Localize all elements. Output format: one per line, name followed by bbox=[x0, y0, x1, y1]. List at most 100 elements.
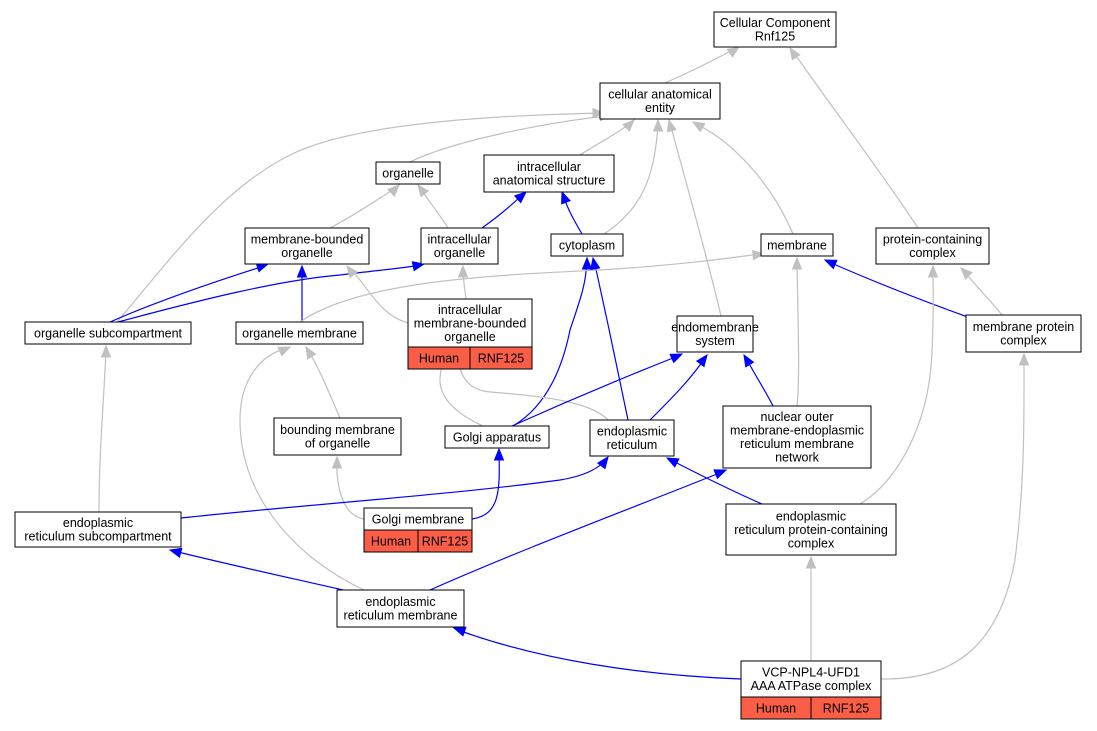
node-label-line: network bbox=[775, 451, 820, 465]
node-label-line: cellular anatomical bbox=[608, 88, 712, 102]
node-organelle-membrane[interactable]: organelle membrane bbox=[235, 321, 364, 345]
edge-er-to-cytoplasm bbox=[590, 256, 629, 421]
edge-mpc-to-ppc bbox=[960, 267, 1003, 316]
node-label-line: Golgi membrane bbox=[372, 512, 464, 526]
arrowhead bbox=[726, 46, 741, 58]
node-box bbox=[760, 233, 834, 257]
arrowhead bbox=[592, 107, 606, 119]
node-label-line: endoplasmic bbox=[597, 425, 667, 439]
node-label-line: complex bbox=[788, 536, 835, 550]
edge-vcp-to-mpc bbox=[880, 352, 1030, 680]
node-box bbox=[713, 11, 837, 48]
node-box bbox=[483, 154, 615, 193]
node-box bbox=[407, 298, 533, 348]
node-box bbox=[875, 227, 990, 265]
node-golgi-apparatus[interactable]: Golgi apparatus bbox=[444, 425, 550, 449]
edge-vcp-to-erpc bbox=[805, 555, 817, 661]
edge-om-to-mbo bbox=[296, 264, 308, 322]
node-label-line: system bbox=[695, 334, 735, 348]
arrowhead bbox=[669, 353, 684, 364]
arrowhead bbox=[457, 264, 469, 278]
node-label-line: membrane-bounded bbox=[414, 316, 527, 330]
edge-io-to-organelle bbox=[417, 183, 449, 229]
node-box bbox=[676, 315, 754, 353]
node-box bbox=[336, 589, 465, 628]
node-label-line: entity bbox=[645, 101, 676, 115]
arrowhead bbox=[713, 469, 728, 480]
node-cytoplasm[interactable]: cytoplasm bbox=[550, 233, 624, 257]
edge-golgimem-to-bm bbox=[331, 455, 365, 520]
node-label-line: reticulum bbox=[607, 438, 658, 452]
arrowhead bbox=[752, 249, 766, 261]
node-label-line: membrane protein bbox=[973, 320, 1074, 334]
edge-ersc-to-osc bbox=[98, 344, 112, 513]
edge-membrane-to-cae bbox=[691, 121, 794, 235]
annotation-gene: RNF125 bbox=[422, 535, 469, 549]
arrowhead bbox=[1018, 352, 1030, 366]
node-label-line: intracellular bbox=[438, 303, 502, 317]
arrowhead bbox=[513, 191, 527, 204]
annotation-gene: RNF125 bbox=[823, 702, 870, 716]
edge-mpc-to-membrane bbox=[823, 259, 977, 321]
node-box bbox=[235, 321, 364, 345]
arrowhead bbox=[452, 626, 467, 637]
edge-imbo-to-io bbox=[457, 264, 469, 300]
edge-golgi-to-cytoplasm bbox=[512, 256, 593, 427]
arrowhead bbox=[622, 119, 635, 132]
edge-imbo-to-mbo bbox=[346, 264, 409, 324]
edge-cytoplasm-to-ias bbox=[561, 190, 583, 235]
edge-layer bbox=[98, 46, 1030, 680]
node-organelle[interactable]: organelle bbox=[375, 161, 441, 185]
node-label-line: organelle membrane bbox=[242, 326, 357, 340]
arrowhead bbox=[927, 264, 939, 278]
node-box bbox=[599, 82, 721, 120]
arrowhead bbox=[805, 555, 817, 569]
node-label-line: complex bbox=[909, 246, 956, 260]
node-label-line: Cellular Component bbox=[720, 16, 831, 30]
node-organelle-subcompartment[interactable]: organelle subcompartment bbox=[24, 321, 192, 345]
node-intracellular-membrane-bounded-organelle[interactable]: intracellularmembrane-boundedorganelleHu… bbox=[407, 298, 533, 370]
arrowhead bbox=[743, 353, 755, 368]
node-membrane[interactable]: membrane bbox=[760, 233, 834, 257]
node-nuclear-outer-membrane[interactable]: nuclear outermembrane-endoplasmicreticul… bbox=[722, 405, 872, 469]
arrowhead bbox=[346, 264, 359, 279]
edge-ersc-to-er bbox=[180, 455, 609, 519]
node-label-line: organelle bbox=[281, 246, 332, 260]
edge-erm-to-ersc bbox=[168, 547, 366, 596]
node-box bbox=[550, 233, 624, 257]
edge-vcp-to-erm bbox=[452, 626, 742, 680]
edge-golgi-to-endomembrane bbox=[511, 353, 684, 427]
arrowhead bbox=[596, 455, 609, 470]
edge-erpc-to-ppc bbox=[859, 264, 939, 505]
arrowhead bbox=[331, 455, 343, 469]
annotation-gene-cell bbox=[810, 696, 882, 720]
node-label-line: endoplasmic bbox=[776, 509, 846, 523]
arrowhead bbox=[691, 121, 706, 133]
node-box bbox=[444, 425, 550, 449]
edge-om-to-membrane bbox=[299, 249, 766, 323]
node-label-line: membrane bbox=[767, 238, 827, 252]
node-label-line: membrane-endoplasmic bbox=[730, 424, 864, 438]
node-label-line: VCP-NPL4-UFD1 bbox=[762, 666, 860, 680]
edge-ias-to-cae bbox=[579, 119, 635, 156]
edge-nomr-to-endomembrane bbox=[743, 353, 774, 407]
arrowhead bbox=[666, 118, 677, 133]
node-label-line: organelle bbox=[434, 246, 485, 260]
